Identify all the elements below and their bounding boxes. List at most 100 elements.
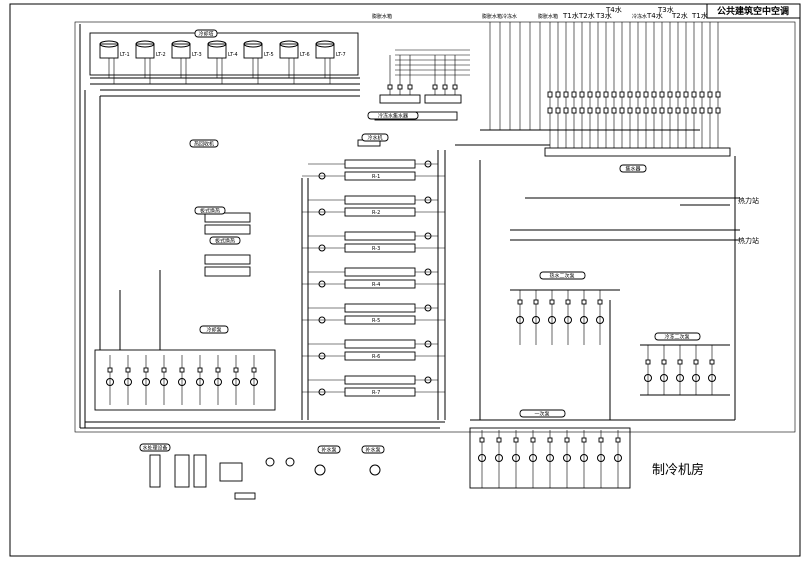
pump <box>597 430 605 488</box>
svg-text:膨胀水箱: 膨胀水箱 <box>372 13 392 20</box>
cooling-tower: LT-1 <box>99 40 130 84</box>
pump <box>692 345 700 395</box>
title-block <box>706 3 801 19</box>
chiller-unit: R-5 <box>302 303 445 325</box>
room-label: 制冷机房 <box>652 462 704 478</box>
label-power-station-a: 热力站 <box>738 196 759 205</box>
cooling-tower-frame <box>89 32 359 76</box>
chiller-unit: R-7 <box>302 375 445 397</box>
svg-text:补水泵: 补水泵 <box>321 447 336 454</box>
pump <box>178 355 186 405</box>
tower-label: LT-4 <box>228 52 238 58</box>
svg-text:T3水: T3水 <box>595 11 612 20</box>
svg-text:板式换热: 板式换热 <box>215 238 235 245</box>
svg-text:集水器: 集水器 <box>625 166 640 173</box>
pump <box>516 290 524 345</box>
chiller-unit: R-2 <box>302 195 445 217</box>
pump <box>548 290 556 345</box>
pump <box>708 345 716 395</box>
svg-text:T2水: T2水 <box>671 11 688 20</box>
tag-heat-recovery <box>189 139 219 148</box>
svg-text:冷冻水: 冷冻水 <box>502 13 517 20</box>
cooling-tower: LT-4 <box>207 40 238 84</box>
cooling-pump-group <box>94 349 276 411</box>
svg-text:T2水: T2水 <box>578 11 595 20</box>
water-treatment <box>149 454 381 500</box>
pump <box>196 355 204 405</box>
tag-plate-hx-b <box>209 236 241 245</box>
secondary-pump-groups <box>516 290 716 395</box>
pump <box>580 290 588 345</box>
cooling-tower: LT-5 <box>243 40 274 84</box>
equipment-tags: 冷却塔 冷冻水集水器 热回收机 板式换热 板式换热 冷水机 冷却泵 热水二次泵 … <box>139 29 701 454</box>
svg-text:一次泵: 一次泵 <box>534 411 549 418</box>
tag-cooling-pump <box>199 325 229 334</box>
pump <box>106 355 114 405</box>
chiller-label: R-6 <box>372 354 380 360</box>
svg-text:冷冻二次泵: 冷冻二次泵 <box>664 334 689 341</box>
tower-label: LT-7 <box>336 52 346 58</box>
tag-water-distributor <box>367 111 419 120</box>
pump <box>495 430 503 488</box>
tower-label: LT-3 <box>192 52 202 58</box>
pump <box>512 430 520 488</box>
chiller-label: R-4 <box>372 282 380 288</box>
inner-frame <box>74 21 796 433</box>
svg-text:冷却泵: 冷却泵 <box>206 327 221 334</box>
cooling-tower: LT-6 <box>279 40 310 84</box>
svg-text:T1水: T1水 <box>562 11 579 20</box>
chiller-unit: R-4 <box>302 267 445 289</box>
tower-label: LT-6 <box>300 52 310 58</box>
svg-text:冷却塔: 冷却塔 <box>198 31 213 38</box>
svg-text:T4水: T4水 <box>605 5 622 14</box>
main-piping <box>79 24 740 429</box>
svg-text:水处理设备: 水处理设备 <box>142 445 167 452</box>
pump <box>232 355 240 405</box>
drawing-title: 公共建筑空中空调 <box>717 5 789 17</box>
top-header-piping <box>374 49 470 121</box>
chiller-label: R-7 <box>372 390 380 396</box>
svg-text:补水泵: 补水泵 <box>365 447 380 454</box>
svg-text:热回收机: 热回收机 <box>194 141 214 148</box>
pump <box>124 355 132 405</box>
svg-text:板式换热: 板式换热 <box>200 208 220 215</box>
chiller-label: R-1 <box>372 174 380 180</box>
pump <box>676 345 684 395</box>
heat-exchangers <box>204 212 251 277</box>
water-collector-header <box>489 22 731 157</box>
tower-label: LT-1 <box>120 52 130 58</box>
svg-text:T3水: T3水 <box>657 5 674 14</box>
chiller-label: R-3 <box>372 246 380 252</box>
label-power-station-b: 热力站 <box>738 236 759 245</box>
pump <box>563 430 571 488</box>
tower-label: LT-2 <box>156 52 166 58</box>
pump <box>214 355 222 405</box>
pump <box>250 355 258 405</box>
pump <box>644 345 652 395</box>
pump <box>529 430 537 488</box>
svg-text:热水二次泵: 热水二次泵 <box>549 273 574 280</box>
svg-text:冷水机: 冷水机 <box>367 135 382 142</box>
chiller-label: R-2 <box>372 210 380 216</box>
pump <box>142 355 150 405</box>
chiller-unit: R-3 <box>302 231 445 253</box>
tag-water-treatment <box>139 443 171 452</box>
pump <box>614 430 622 488</box>
tower-label: LT-5 <box>264 52 274 58</box>
chiller-units: R-1R-2R-3R-4R-5R-6R-7HR-1HR-2 <box>228 139 446 420</box>
tag-chiller <box>361 133 389 142</box>
tag-makeup-pump-b <box>361 445 385 454</box>
pump <box>596 290 604 345</box>
svg-text:T4水: T4水 <box>646 11 663 20</box>
chiller-label: R-5 <box>372 318 380 324</box>
cooling-tower: LT-7 <box>315 40 346 84</box>
tag-secondary-pump-a <box>539 271 586 280</box>
pump <box>160 355 168 405</box>
cooling-tower-group: LT-1 LT-2 LT-3 LT-4 LT-5 LT-6 LT-7 <box>89 32 360 85</box>
svg-text:冷冻水集水器: 冷冻水集水器 <box>378 113 408 120</box>
pump <box>478 430 486 488</box>
svg-text:冷冻水: 冷冻水 <box>632 13 647 20</box>
tag-secondary-pump-b <box>654 332 701 341</box>
pump <box>564 290 572 345</box>
